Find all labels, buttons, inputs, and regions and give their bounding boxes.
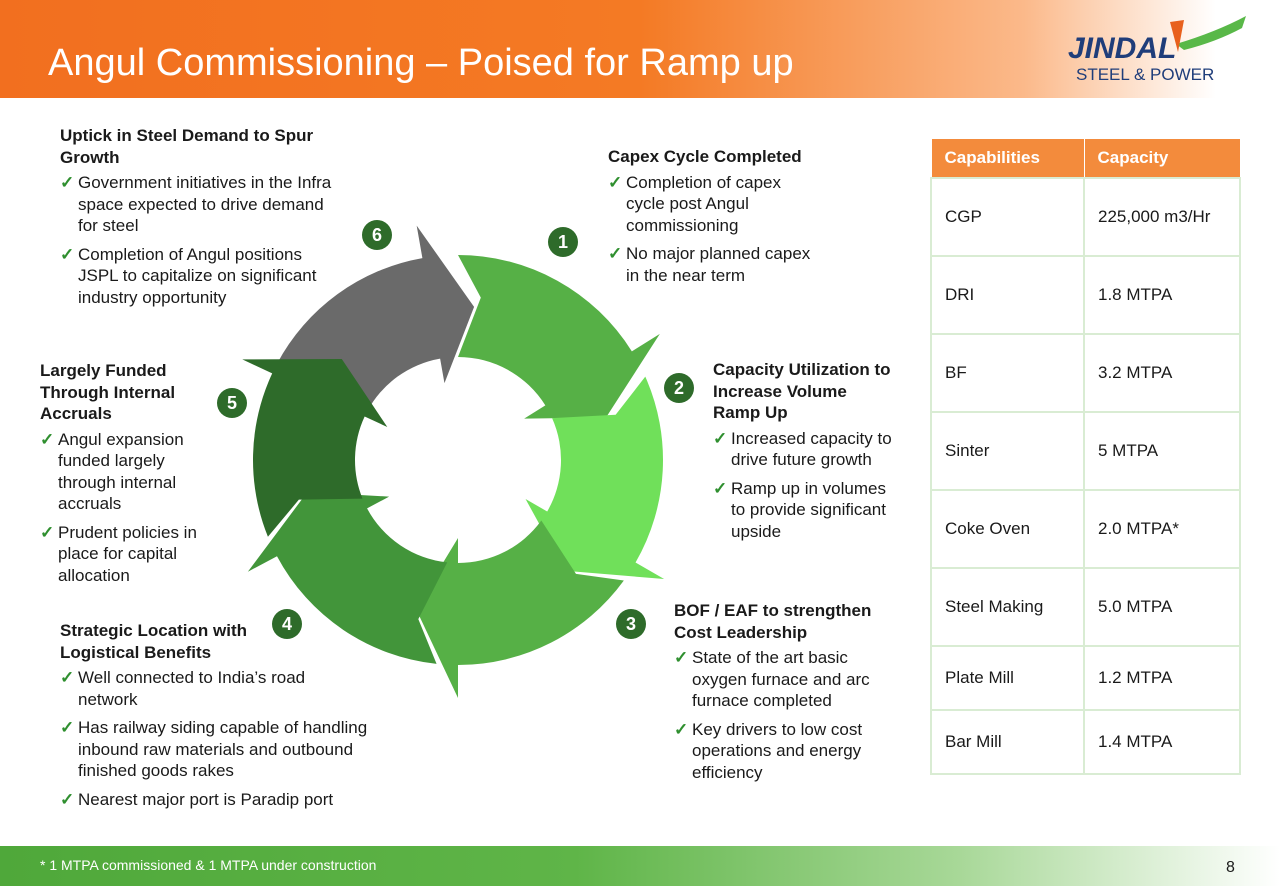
- table-cell: 5 MTPA: [1083, 411, 1241, 491]
- bullet-item: No major planned capex in the near term: [608, 243, 823, 286]
- bullet-item: Completion of capex cycle post Angul com…: [608, 172, 823, 237]
- block-bof-eaf: BOF / EAF to strengthen Cost Leadership …: [674, 600, 899, 790]
- bullet-item: State of the art basic oxygen furnace an…: [674, 647, 899, 712]
- table-cell: 225,000 m3/Hr: [1083, 177, 1241, 257]
- bullet-list: Increased capacity to drive future growt…: [713, 428, 898, 543]
- table-cell: 3.2 MTPA: [1083, 333, 1241, 413]
- table-row: BF 3.2 MTPA: [930, 333, 1241, 413]
- page-title: Angul Commissioning – Poised for Ramp up: [48, 42, 794, 84]
- table-cell: 1.4 MTPA: [1083, 709, 1241, 775]
- block-heading: Uptick in Steel Demand to Spur Growth: [60, 126, 314, 167]
- logo-swoosh: [1176, 16, 1246, 50]
- block-demand: Uptick in Steel Demand to Spur Growth Go…: [60, 125, 345, 315]
- table-cell: Bar Mill: [930, 709, 1085, 775]
- step-badge-1: 1: [548, 227, 578, 257]
- table-cell: Steel Making: [930, 567, 1085, 647]
- table-row: Sinter 5 MTPA: [930, 411, 1241, 491]
- bullet-item: Key drivers to low cost operations and e…: [674, 719, 899, 784]
- step-badge-6: 6: [362, 220, 392, 250]
- bullet-list: Well connected to India’s road network H…: [60, 667, 385, 810]
- step-badge-2: 2: [664, 373, 694, 403]
- cycle-segment-6: [276, 225, 475, 412]
- table-cell: 5.0 MTPA: [1083, 567, 1241, 647]
- jindal-logo: JINDAL STEEL & POWER: [1068, 16, 1246, 84]
- bullet-item: Government initiatives in the Infra spac…: [60, 172, 345, 237]
- table-cell: 1.8 MTPA: [1083, 255, 1241, 335]
- page-number: 8: [1226, 859, 1235, 876]
- bullet-item: Increased capacity to drive future growt…: [713, 428, 898, 471]
- block-heading: BOF / EAF to strengthen Cost Leadership: [674, 601, 872, 642]
- logo-wordmark: JINDAL: [1068, 32, 1176, 65]
- table-header-row: Capabilities Capacity: [930, 138, 1241, 179]
- block-heading: Capex Cycle Completed: [608, 147, 802, 166]
- block-heading: Strategic Location with Logistical Benef…: [60, 621, 248, 662]
- logo-tagline: STEEL & POWER: [1076, 65, 1214, 84]
- bullet-list: Government initiatives in the Infra spac…: [60, 172, 345, 308]
- table-cell: 1.2 MTPA: [1083, 645, 1241, 711]
- table-row: DRI 1.8 MTPA: [930, 255, 1241, 335]
- bullet-list: Angul expansion funded largely through i…: [40, 429, 215, 587]
- cycle-segment-1: [458, 255, 660, 419]
- block-capex: Capex Cycle Completed Completion of cape…: [608, 146, 823, 293]
- footer-bar: [0, 846, 1280, 886]
- step-badge-4: 4: [272, 609, 302, 639]
- table-row: Bar Mill 1.4 MTPA: [930, 709, 1241, 775]
- table-cell: BF: [930, 333, 1085, 413]
- block-capacity-utilization: Capacity Utilization to Increase Volume …: [713, 359, 898, 549]
- table-cell: Coke Oven: [930, 489, 1085, 569]
- block-location: Strategic Location with Logistical Benef…: [60, 620, 385, 817]
- cycle-segment-4: [247, 492, 448, 664]
- footnote: * 1 MTPA commissioned & 1 MTPA under con…: [40, 857, 377, 873]
- table-cell: CGP: [930, 177, 1085, 257]
- cycle-segment-2: [525, 376, 665, 579]
- cycle-segment-5: [242, 358, 388, 537]
- bullet-item: Completion of Angul positions JSPL to ca…: [60, 244, 345, 309]
- table-cell: Sinter: [930, 411, 1085, 491]
- table-cell: 2.0 MTPA*: [1083, 489, 1241, 569]
- bullet-item: Has railway siding capable of handling i…: [60, 717, 385, 782]
- bullet-item: Prudent policies in place for capital al…: [40, 522, 215, 587]
- capacity-table: Capabilities Capacity CGP 225,000 m3/Hr …: [930, 138, 1241, 775]
- cycle-segment-3: [415, 520, 624, 698]
- block-funding: Largely Funded Through Internal Accruals…: [40, 360, 215, 593]
- header-bar: [0, 0, 1280, 98]
- bullet-item: Angul expansion funded largely through i…: [40, 429, 215, 515]
- table-cell: Plate Mill: [930, 645, 1085, 711]
- table-cell: DRI: [930, 255, 1085, 335]
- logo-flag: [1170, 20, 1184, 52]
- table-row: Coke Oven 2.0 MTPA*: [930, 489, 1241, 569]
- table-row: Steel Making 5.0 MTPA: [930, 567, 1241, 647]
- bullet-item: Ramp up in volumes to provide significan…: [713, 478, 898, 543]
- table-row: CGP 225,000 m3/Hr: [930, 177, 1241, 257]
- block-heading: Capacity Utilization to Increase Volume …: [713, 360, 891, 422]
- table-row: Plate Mill 1.2 MTPA: [930, 645, 1241, 711]
- header-capabilities: Capabilities: [930, 138, 1085, 179]
- step-badge-5: 5: [217, 388, 247, 418]
- bullet-item: Nearest major port is Paradip port: [60, 789, 385, 811]
- header-capacity: Capacity: [1083, 138, 1241, 179]
- bullet-item: Well connected to India’s road network: [60, 667, 338, 710]
- block-heading: Largely Funded Through Internal Accruals: [40, 361, 176, 423]
- bullet-list: Completion of capex cycle post Angul com…: [608, 172, 823, 287]
- step-badge-3: 3: [616, 609, 646, 639]
- bullet-list: State of the art basic oxygen furnace an…: [674, 647, 899, 783]
